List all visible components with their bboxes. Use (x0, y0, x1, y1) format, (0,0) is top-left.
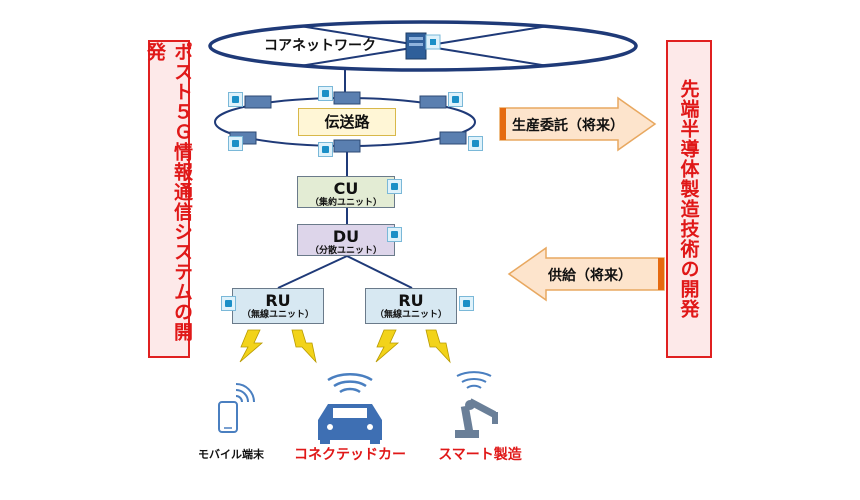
chip-icon (459, 296, 474, 311)
supply-arrow (507, 246, 665, 302)
du-unit-box: DU （分散ユニット） (297, 224, 395, 256)
chip-icon (228, 92, 243, 107)
right-development-box: 先端半導体製造技術の開発 (666, 40, 712, 358)
cu-unit-box: CU （集約ユニット） (297, 176, 395, 208)
left-box-label: ポスト５Ｇ情報通信システムの開発 (144, 42, 193, 342)
robot-arm-icon (455, 371, 498, 438)
ru-unit-box-left: RU （無線ユニット） (232, 288, 324, 324)
core-network-label: コアネットワーク (264, 38, 376, 54)
cu-subtitle: （集約ユニット） (309, 198, 382, 208)
left-development-box: ポスト５Ｇ情報通信システムの開発 (144, 40, 193, 358)
ru-left-title: RU (265, 291, 291, 310)
production-outsourcing-label: 生産委託（将来） (512, 118, 624, 134)
ru-right-title: RU (398, 291, 424, 310)
ru-unit-box-right: RU （無線ユニット） (365, 288, 457, 324)
chip-icon (318, 86, 333, 101)
chip-icon (318, 142, 333, 157)
car-icon (318, 373, 382, 444)
transport-label-box: 伝送路 (298, 108, 396, 136)
ru-right-subtitle: （無線ユニット） (374, 310, 447, 320)
du-title: DU (332, 227, 360, 246)
router-icons (229, 91, 467, 153)
chip-icon (448, 92, 463, 107)
device-label-connected-car: コネクテッドカー (294, 447, 406, 463)
cu-title: CU (333, 179, 359, 198)
chip-icon (387, 227, 402, 242)
right-box-label: 先端半導体製造技術の開発 (677, 79, 700, 319)
device-label-mobile: モバイル端末 (198, 448, 264, 461)
chip-icon (221, 296, 236, 311)
smartphone-icon (218, 383, 255, 433)
radio-signal-bolts (239, 329, 451, 364)
ru-left-subtitle: （無線ユニット） (241, 310, 314, 320)
chip-icon (228, 136, 243, 151)
device-label-smart-manufacturing: スマート製造 (438, 447, 522, 463)
du-subtitle: （分散ユニット） (309, 246, 382, 256)
production-outsourcing-arrow (499, 96, 657, 152)
supply-label: 供給（将来） (548, 268, 632, 284)
chip-icon (387, 179, 402, 194)
core-server-icon (405, 32, 441, 60)
chip-icon (468, 136, 483, 151)
transport-label: 伝送路 (324, 113, 370, 131)
